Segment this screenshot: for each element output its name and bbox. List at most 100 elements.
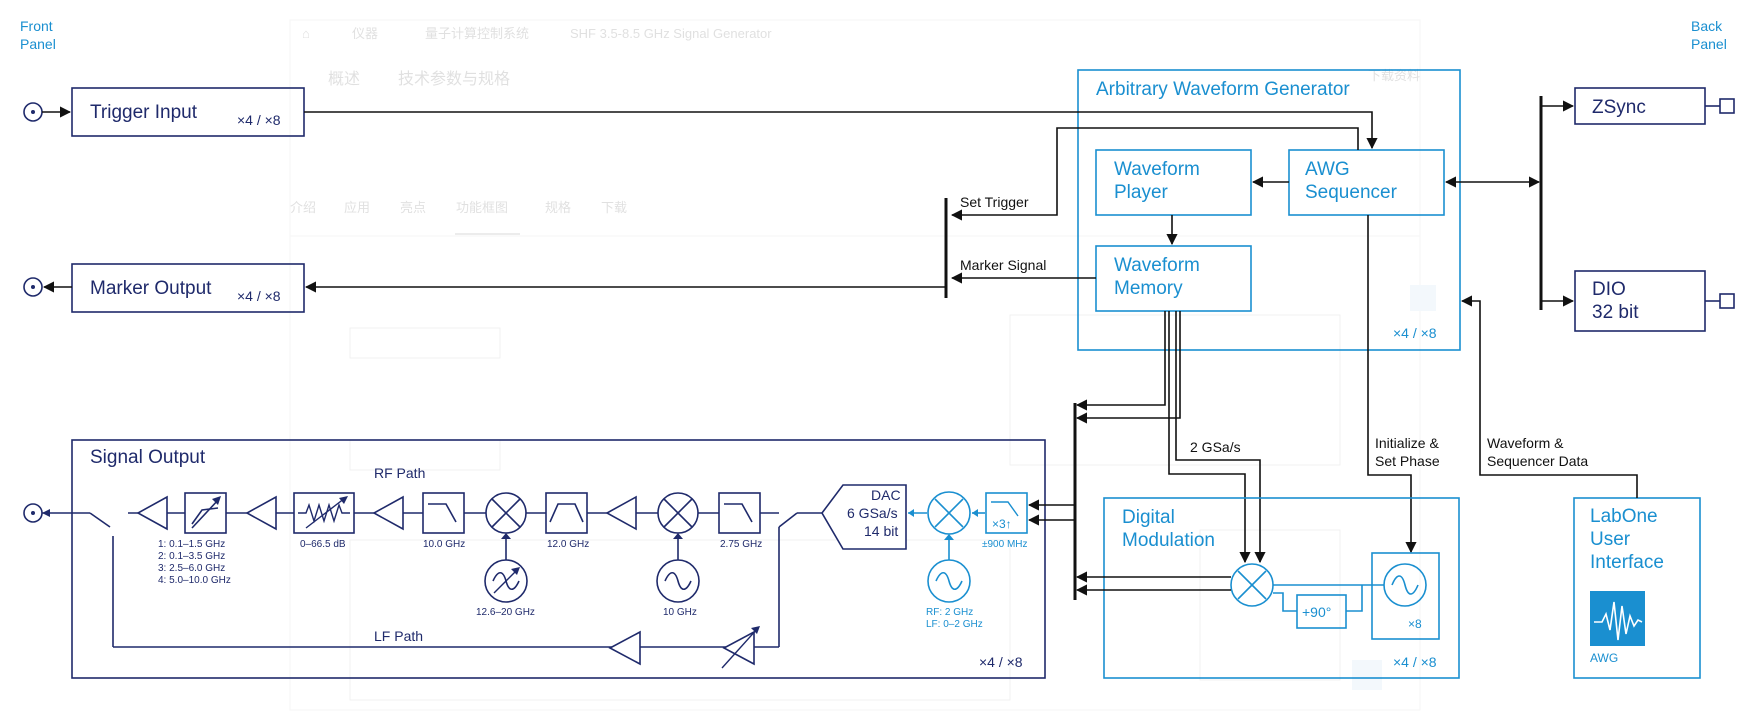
zsync-block: ZSync bbox=[1574, 87, 1735, 125]
marker-connector-icon bbox=[23, 277, 43, 297]
trigger-connector-icon bbox=[23, 102, 43, 122]
marker-output-block: Marker Output ×4 / ×8 bbox=[71, 263, 305, 313]
init-phase-label: Initialize & bbox=[1375, 435, 1439, 451]
oscillator-mult: ×8 bbox=[1408, 617, 1422, 631]
rf-path-label: RF Path bbox=[374, 465, 425, 481]
zsync-title: ZSync bbox=[1592, 97, 1646, 118]
labone-caption: AWG bbox=[1590, 651, 1618, 665]
band-list-2: 2: 0.1–3.5 GHz bbox=[158, 551, 225, 562]
upsampling-filter-block bbox=[985, 492, 1028, 534]
front-panel-label: Front bbox=[20, 18, 53, 34]
attenuator-label: 0–66.5 dB bbox=[300, 539, 346, 550]
bandpass-filter bbox=[545, 492, 588, 534]
nco-icon bbox=[927, 559, 971, 603]
dio-connector-icon bbox=[1719, 293, 1735, 309]
band-list-3: 3: 2.5–6.0 GHz bbox=[158, 563, 225, 574]
signal-output-title: Signal Output bbox=[90, 447, 206, 468]
trigger-input-block: Trigger Input ×4 / ×8 bbox=[71, 87, 305, 137]
ghost-tab-2: 技术参数与规格 bbox=[398, 70, 510, 88]
ghost-background: ⌂ 仪器 量子计算控制系统 SHF 3.5-8.5 GHz Signal Gen… bbox=[289, 19, 1436, 711]
ghost-side-label: 下载资料 bbox=[1368, 68, 1420, 83]
input-switch-icon bbox=[778, 512, 798, 528]
ghost-breadcrumb-2: 量子计算控制系统 bbox=[425, 26, 529, 41]
set-trigger-label: Set Trigger bbox=[960, 194, 1029, 210]
marker-output-title: Marker Output bbox=[90, 278, 212, 299]
dio-title-2: 32 bit bbox=[1592, 302, 1639, 323]
ghost-subtab-5: 规格 bbox=[545, 200, 571, 215]
waveform-memory-label-2: Memory bbox=[1114, 278, 1183, 299]
ghost-subtab-3: 亮点 bbox=[400, 200, 426, 215]
nco-lf-label: LF: 0–2 GHz bbox=[926, 619, 983, 630]
wf-seq-label-2: Sequencer Data bbox=[1487, 453, 1588, 469]
ghost-breadcrumb-1: 仪器 bbox=[352, 26, 378, 41]
labone-title-3: Interface bbox=[1590, 552, 1664, 573]
mixer-icon-1 bbox=[485, 492, 527, 534]
variable-amplifier-icon bbox=[721, 626, 760, 669]
awg-app-icon bbox=[1590, 591, 1645, 646]
marker-output-mult: ×4 / ×8 bbox=[237, 288, 281, 304]
nco-rf-label: RF: 2 GHz bbox=[926, 607, 973, 618]
amplifier-icon-lf bbox=[608, 630, 641, 666]
waveform-player-label-2: Player bbox=[1114, 182, 1169, 203]
band-list-1: 1: 0.1–1.5 GHz bbox=[158, 539, 225, 550]
digital-mixer-icon bbox=[1230, 563, 1274, 607]
marker-signal-label: Marker Signal bbox=[960, 257, 1046, 273]
bandpass-filter-label: 12.0 GHz bbox=[547, 539, 589, 550]
output-switch-icon bbox=[89, 512, 111, 528]
labone-title-2: User bbox=[1590, 529, 1631, 550]
awg-mult: ×4 / ×8 bbox=[1393, 325, 1437, 341]
ghost-subtab-6: 下载 bbox=[601, 200, 627, 215]
amplifier-icon-4 bbox=[605, 495, 637, 531]
oscillator-icon-10ghz bbox=[656, 559, 700, 603]
signal-output-block: Signal Output ×4 / ×8 RF Path LF Path 1:… bbox=[42, 439, 1046, 679]
amplifier-icon-1 bbox=[136, 495, 168, 531]
trigger-input-title: Trigger Input bbox=[90, 102, 198, 123]
tunable-oscillator-icon bbox=[484, 559, 528, 603]
ghost-subtab-1: 介绍 bbox=[290, 200, 316, 215]
lo-2-label: 10 GHz bbox=[663, 607, 697, 618]
ghost-breadcrumb-3: SHF 3.5-8.5 GHz Signal Generator bbox=[570, 26, 772, 41]
signal-output-connector-icon bbox=[23, 503, 43, 523]
dac-block bbox=[821, 484, 907, 550]
mixer-icon-2 bbox=[657, 492, 699, 534]
dac-label: DAC bbox=[871, 487, 901, 503]
nco-mixer-icon bbox=[927, 491, 971, 535]
back-panel-label: Back bbox=[1691, 18, 1723, 34]
ghost-tab-1: 概述 bbox=[328, 70, 360, 88]
digital-modulation-mult: ×4 / ×8 bbox=[1393, 654, 1437, 670]
upsampling-label: ×3↑ bbox=[992, 517, 1012, 531]
dac-rate: 6 GSa/s bbox=[847, 505, 898, 521]
upsampling-bandwidth: ±900 MHz bbox=[982, 539, 1028, 550]
amplifier-icon-3 bbox=[372, 495, 404, 531]
lo-1-label: 12.6–20 GHz bbox=[476, 607, 535, 618]
lowpass-filter-2 bbox=[718, 492, 761, 534]
digital-modulation-block: Digital Modulation ×4 / ×8 ×8 +90° bbox=[1103, 497, 1460, 679]
ghost-subtab-4: 功能框图 bbox=[456, 200, 508, 215]
dac-bits: 14 bit bbox=[864, 523, 898, 539]
wf-seq-label: Waveform & bbox=[1487, 435, 1564, 451]
zsync-connector-icon bbox=[1719, 98, 1735, 114]
dio-title: DIO bbox=[1592, 279, 1626, 300]
dio-block: DIO 32 bit bbox=[1574, 270, 1735, 332]
awg-sequencer-label: AWG bbox=[1305, 159, 1350, 180]
ghost-subtab-2: 应用 bbox=[344, 200, 370, 215]
signal-output-mult: ×4 / ×8 bbox=[979, 654, 1023, 670]
awg-sequencer-label-2: Sequencer bbox=[1305, 182, 1398, 203]
ghost-home-icon: ⌂ bbox=[302, 26, 310, 41]
labone-title: LabOne bbox=[1590, 506, 1658, 527]
lowpass-filter-1-label: 10.0 GHz bbox=[423, 539, 465, 550]
front-panel-label-2: Panel bbox=[20, 36, 56, 52]
rate-label: 2 GSa/s bbox=[1190, 439, 1241, 455]
labone-block: LabOne User Interface AWG bbox=[1573, 497, 1701, 679]
waveform-player-label: Waveform bbox=[1114, 159, 1200, 180]
digital-modulation-title-2: Modulation bbox=[1122, 530, 1215, 551]
lf-path-label: LF Path bbox=[374, 628, 423, 644]
waveform-memory-label: Waveform bbox=[1114, 255, 1200, 276]
phase-shift-label: +90° bbox=[1302, 604, 1331, 620]
awg-title: Arbitrary Waveform Generator bbox=[1096, 79, 1350, 100]
back-panel-label-2: Panel bbox=[1691, 36, 1727, 52]
oscillator-block bbox=[1371, 552, 1440, 640]
waveform-player-block bbox=[1095, 149, 1252, 216]
lowpass-filter-2-label: 2.75 GHz bbox=[720, 539, 762, 550]
